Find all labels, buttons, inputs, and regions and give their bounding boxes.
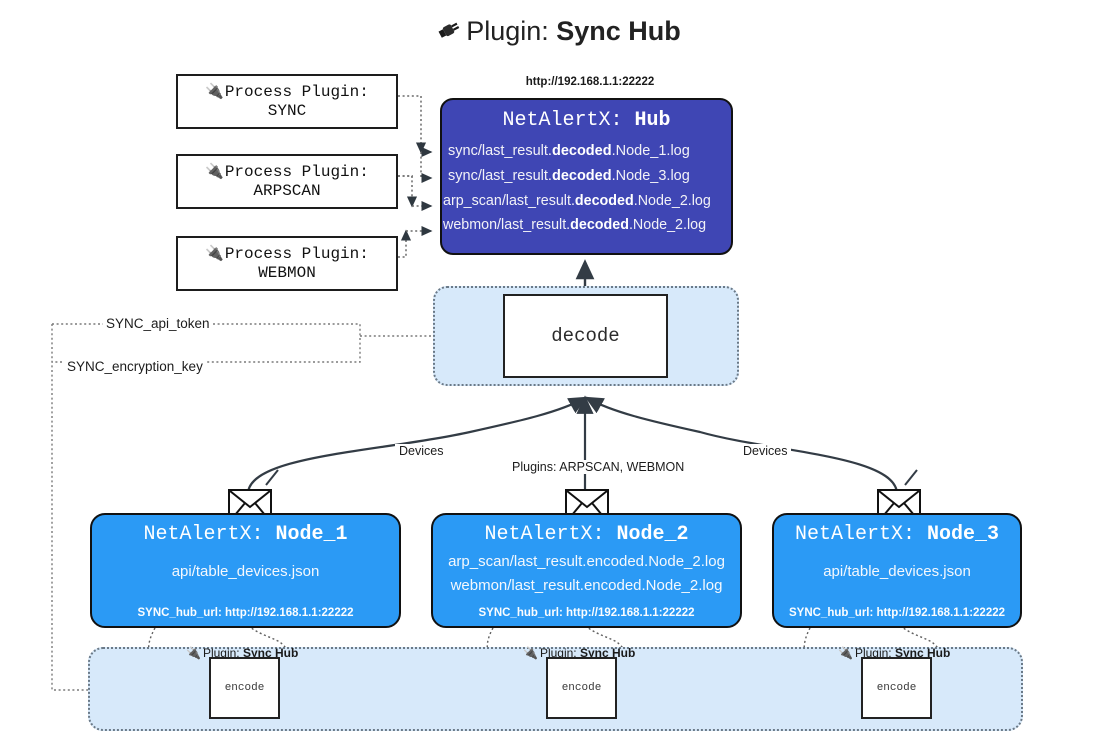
encode-box[interactable]: encode (546, 657, 617, 719)
encoder-plugin-label: 🔌Plugin: Sync Hub (186, 646, 299, 660)
process-plugin-line1: Process Plugin: (224, 83, 369, 102)
plug-icon: 🔌 (205, 245, 224, 263)
plug-icon: 🔌 (838, 646, 853, 660)
node-box-node-1[interactable]: NetAlertX: Node_1 api/table_devices.json… (90, 513, 401, 628)
label-sync-api-token: SYNC_api_token (103, 316, 213, 331)
hub-title-prefix: NetAlertX: (502, 109, 623, 132)
encoder-plugin-label: 🔌Plugin: Sync Hub (838, 646, 951, 660)
node-line: api/table_devices.json (171, 563, 320, 580)
edge-label-plugins: Plugins: ARPSCAN, WEBMON (508, 460, 689, 474)
process-plugin-box-arpscan[interactable]: 🔌Process Plugin: ARPSCAN (176, 154, 398, 209)
title-prefix: Plugin: (466, 16, 549, 46)
title-name: Sync Hub (556, 16, 681, 46)
node-title: NetAlertX: Node_1 (143, 523, 348, 546)
process-plugin-line1: Process Plugin: (224, 163, 369, 182)
encode-box[interactable]: encode (209, 657, 280, 719)
hub-log-row: webmon/last_result.decoded.Node_2.log (443, 217, 707, 234)
hub-node-box[interactable]: NetAlertX: Hub sync/last_result.decoded.… (440, 98, 733, 255)
node-title: NetAlertX: Node_2 (484, 523, 689, 546)
process-plugin-line1: Process Plugin: (224, 245, 369, 264)
process-plugin-box-webmon[interactable]: 🔌Process Plugin: WEBMON (176, 236, 398, 291)
hub-title-name: Hub (634, 109, 671, 132)
encode-box[interactable]: encode (861, 657, 932, 719)
page-title: Plugin: Sync Hub (0, 16, 1117, 49)
node-line: api/table_devices.json (823, 563, 971, 580)
node-hub-url: SYNC_hub_url: http://192.168.1.1:22222 (137, 607, 354, 619)
node-box-node-2[interactable]: NetAlertX: Node_2 arp_scan/last_result.e… (431, 513, 742, 628)
node-hub-url: SYNC_hub_url: http://192.168.1.1:22222 (478, 607, 695, 619)
edge-label-devices-left: Devices (395, 444, 448, 458)
hub-log-row: sync/last_result.decoded.Node_3.log (448, 167, 690, 184)
process-plugin-line2: WEBMON (258, 263, 316, 282)
process-plugin-line2: SYNC (267, 101, 307, 120)
label-sync-encryption-key: SYNC_encryption_key (64, 359, 206, 374)
plug-icon: 🔌 (205, 163, 224, 181)
node-hub-url: SYNC_hub_url: http://192.168.1.1:22222 (788, 607, 1006, 619)
decode-box[interactable]: decode (503, 294, 668, 378)
plug-icon (436, 18, 462, 49)
plug-icon: 🔌 (523, 646, 538, 660)
process-plugin-box-sync[interactable]: 🔌Process Plugin: SYNC (176, 74, 398, 129)
edge-label-devices-right: Devices (739, 444, 792, 458)
hub-log-row: sync/last_result.decoded.Node_1.log (448, 143, 690, 159)
node-line: arp_scan/last_result.encoded.Node_2.log (448, 553, 725, 570)
node-title: NetAlertX: Node_3 (794, 523, 1000, 546)
hub-title: NetAlertX: Hub (442, 109, 731, 132)
encoder-plugin-label: 🔌Plugin: Sync Hub (523, 646, 636, 660)
hub-log-row: arp_scan/last_result.decoded.Node_2.log (443, 192, 711, 209)
hub-url-label: http://192.168.1.1:22222 (525, 76, 655, 88)
node-line: webmon/last_result.encoded.Node_2.log (450, 577, 723, 595)
process-plugin-line2: ARPSCAN (253, 181, 321, 200)
plug-icon: 🔌 (186, 646, 201, 660)
plug-icon: 🔌 (205, 83, 224, 101)
node-box-node-3[interactable]: NetAlertX: Node_3 api/table_devices.json… (772, 513, 1022, 628)
